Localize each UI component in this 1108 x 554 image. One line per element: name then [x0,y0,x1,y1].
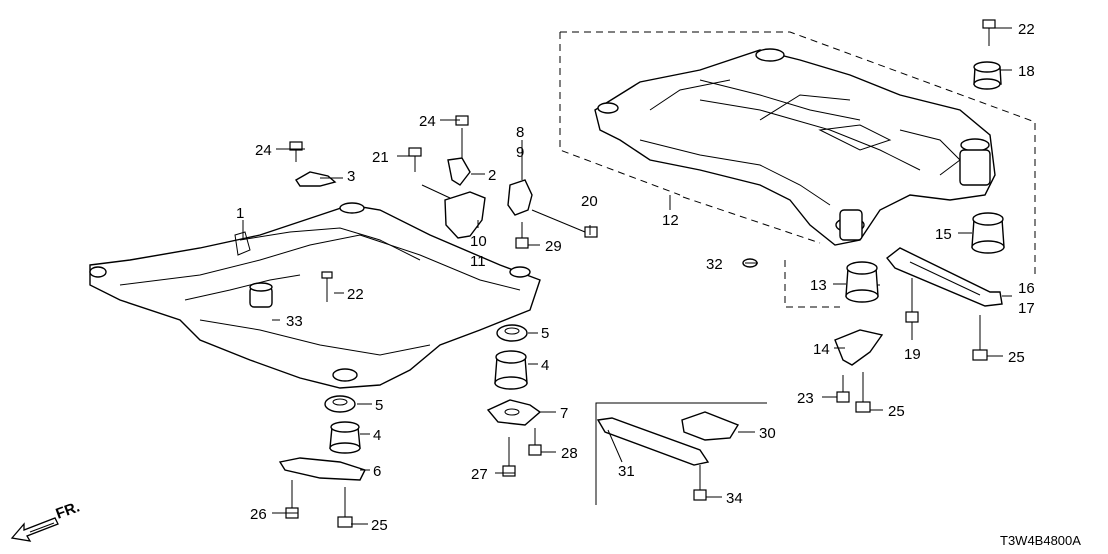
callout-1: 1 [236,205,244,222]
bracket-10-11 [444,191,486,239]
callout-25-left: 25 [371,517,388,534]
bolt-24-left [289,141,303,162]
stiffener-box [595,402,767,505]
callout-17: 17 [1018,300,1035,317]
leader-lines [242,27,1012,525]
callout-3: 3 [347,168,355,185]
bolt-23 [836,375,850,403]
callout-10: 10 [470,233,487,250]
callout-33: 33 [286,313,303,330]
bolt-20 [531,209,598,238]
callout-31: 31 [618,463,635,480]
bolt-29 [515,222,529,249]
callout-34: 34 [726,490,743,507]
callout-19: 19 [904,346,921,363]
callout-26: 26 [250,506,267,523]
bolt-27 [502,437,516,477]
callout-13: 13 [810,277,827,294]
callout-25-right: 25 [1008,349,1025,366]
bushing-33 [249,282,273,308]
bolt-26 [285,480,299,519]
bracket-2 [447,115,471,186]
callout-4-lower: 4 [373,427,381,444]
callout-23: 23 [797,390,814,407]
mount-18 [973,61,1002,90]
washer-5-lower [324,395,356,413]
bolt-22-rear [982,19,996,46]
front-subframe [89,202,541,389]
bolt-28 [528,428,542,456]
callout-14: 14 [813,341,830,358]
callout-25-mid: 25 [888,403,905,420]
callout-20: 20 [581,193,598,210]
callout-4-upper: 4 [541,357,549,374]
callout-24-mid: 24 [419,113,436,130]
washer-5-upper [496,324,528,342]
bushing-4-lower [329,421,361,454]
stiffener-plate-16 [886,247,1003,307]
callout-5-upper: 5 [541,325,549,342]
callout-18: 18 [1018,63,1035,80]
callout-28: 28 [561,445,578,462]
callout-16: 16 [1018,280,1035,297]
bracket-7 [486,399,542,426]
callout-30: 30 [759,425,776,442]
diagram-code: T3W4B4800A [1000,533,1081,548]
rear-subframe [594,48,996,246]
bushing-4-upper [494,350,528,390]
callout-7: 7 [560,405,568,422]
bolt-19 [905,295,919,323]
callout-11: 11 [470,253,486,270]
bolt-25-right [972,315,988,361]
callout-12: 12 [662,212,679,229]
bushing-15 [971,212,1005,254]
callout-5-lower: 5 [375,397,383,414]
bolt-25-left [337,487,353,528]
bushing-13 [845,261,879,303]
callout-32: 32 [706,256,723,273]
callout-27: 27 [471,466,488,483]
clip-3 [295,171,337,187]
front-direction-label: FR. [54,499,83,523]
callout-24-left: 24 [255,142,272,159]
bolt-21 [408,147,422,172]
callout-6: 6 [373,463,381,480]
bracket-8-9 [507,179,533,216]
callout-22-front: 22 [347,286,364,303]
plate-6 [278,457,366,481]
front-direction-arrow-icon: FR. [10,499,83,542]
callout-2: 2 [488,167,496,184]
callout-15: 15 [935,226,952,243]
callout-22-rear: 22 [1018,21,1035,38]
bolt-22-front [321,271,333,302]
callout-9: 9 [516,144,524,161]
callout-29: 29 [545,238,562,255]
bracket-14 [834,329,884,366]
callouts: 1 2 3 4 4 5 5 6 7 8 9 10 11 12 13 14 15 … [236,21,1035,534]
callout-8: 8 [516,124,524,141]
bolt-25-mid [855,372,871,413]
callout-21: 21 [372,149,389,166]
